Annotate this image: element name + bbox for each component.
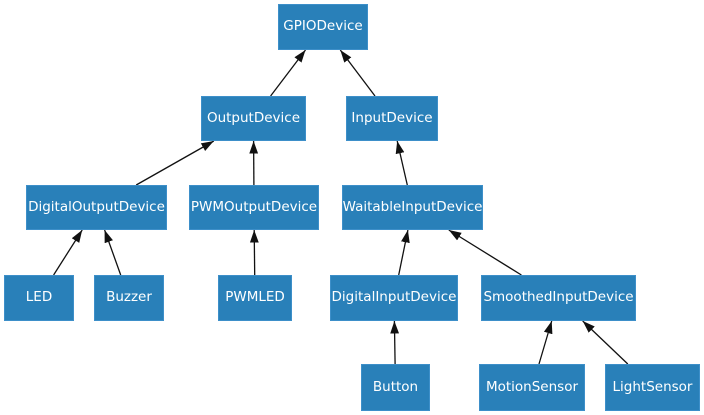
class-node-label: Buzzer (106, 289, 152, 306)
class-node-label: WaitableInputDevice (342, 198, 483, 215)
inheritance-arrow-Buzzer-to-DigitalOutputDevice (103, 229, 122, 276)
class-node-Button[interactable]: Button (361, 364, 430, 411)
inheritance-arrow-MotionSensor-to-SmoothedInputDevice (538, 320, 553, 365)
class-node-PWMLED[interactable]: PWMLED (218, 275, 292, 321)
class-node-PWMOutputDevice[interactable]: PWMOutputDevice (189, 185, 319, 230)
class-node-Buzzer[interactable]: Buzzer (94, 275, 164, 321)
class-node-InputDevice[interactable]: InputDevice (346, 96, 438, 141)
inheritance-arrow-DigitalInputDevice-to-WaitableInputDevice (398, 229, 410, 276)
inheritance-arrow-OutputDevice-to-GPIODevice (270, 49, 307, 97)
class-node-label: GPIODevice (283, 18, 363, 35)
inheritance-arrow-InputDevice-to-GPIODevice (339, 49, 376, 97)
class-node-LightSensor[interactable]: LightSensor (605, 364, 700, 411)
inheritance-arrow-Button-to-DigitalInputDevice (390, 320, 400, 365)
class-node-label: SmoothedInputDevice (483, 289, 634, 306)
class-node-label: LED (25, 289, 53, 306)
class-node-label: DigitalInputDevice (331, 289, 457, 306)
inheritance-arrow-PWMLED-to-PWMOutputDevice (249, 229, 259, 276)
inheritance-arrow-SmoothedInputDevice-to-WaitableInputDevice (448, 229, 522, 276)
class-node-OutputDevice[interactable]: OutputDevice (201, 96, 306, 141)
class-node-label: LightSensor (612, 378, 693, 395)
class-node-label: InputDevice (351, 109, 433, 126)
class-node-WaitableInputDevice[interactable]: WaitableInputDevice (342, 185, 483, 230)
class-node-label: DigitalOutputDevice (28, 198, 165, 215)
inheritance-arrow-LED-to-DigitalOutputDevice (53, 229, 83, 276)
inheritance-arrow-WaitableInputDevice-to-InputDevice (395, 140, 408, 186)
class-node-LED[interactable]: LED (4, 275, 74, 321)
class-node-DigitalOutputDevice[interactable]: DigitalOutputDevice (26, 185, 167, 230)
class-node-GPIODevice[interactable]: GPIODevice (278, 4, 368, 50)
class-node-DigitalInputDevice[interactable]: DigitalInputDevice (330, 275, 458, 321)
class-node-MotionSensor[interactable]: MotionSensor (479, 364, 585, 411)
class-node-SmoothedInputDevice[interactable]: SmoothedInputDevice (481, 275, 636, 321)
class-node-label: OutputDevice (206, 109, 301, 126)
inheritance-arrow-DigitalOutputDevice-to-OutputDevice (135, 140, 215, 186)
class-node-label: Button (372, 378, 419, 395)
class-node-label: PWMLED (225, 289, 285, 306)
class-node-label: MotionSensor (485, 378, 579, 395)
inheritance-arrow-LightSensor-to-SmoothedInputDevice (582, 320, 629, 365)
class-node-label: PWMOutputDevice (190, 198, 318, 215)
